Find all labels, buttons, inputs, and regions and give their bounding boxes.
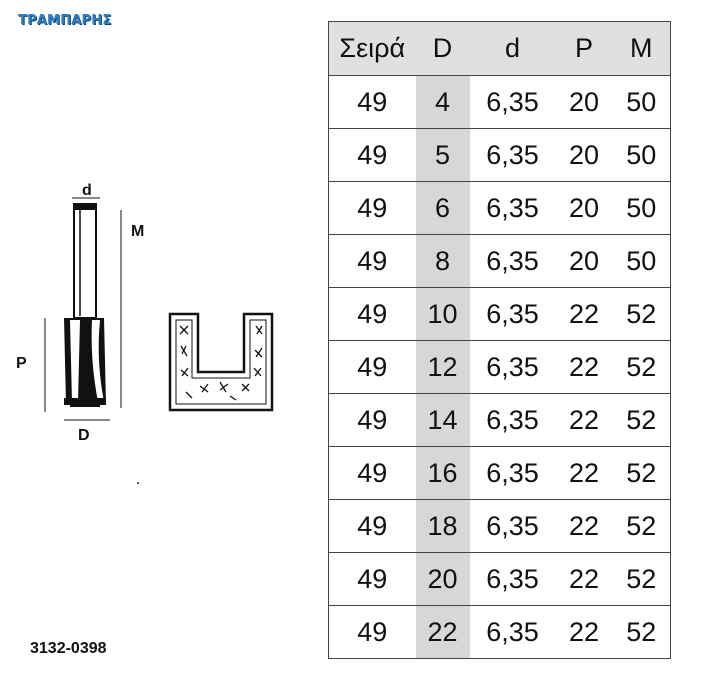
cell-D: 16 [415, 446, 470, 500]
header-d: d [469, 21, 556, 76]
cell-P: 22 [555, 287, 613, 341]
cell-P: 20 [555, 128, 613, 182]
cell-D: 6 [415, 181, 470, 235]
table-row: 49 10 6,35 22 52 [328, 287, 671, 341]
cell-P: 20 [555, 75, 613, 129]
table-row: 49 5 6,35 20 50 [328, 128, 671, 182]
cell-series: 49 [328, 393, 416, 447]
cell-d: 6,35 [469, 287, 556, 341]
product-code: 3132-0398 [30, 640, 107, 657]
cell-P: 22 [555, 340, 613, 394]
cell-M: 52 [612, 393, 671, 447]
cell-P: 22 [555, 446, 613, 500]
cell-series: 49 [328, 605, 416, 659]
table-row: 49 4 6,35 20 50 [328, 75, 671, 129]
table-header-row: Σειρά D d P M [328, 21, 671, 76]
cell-M: 50 [612, 234, 671, 288]
table-row: 49 16 6,35 22 52 [328, 446, 671, 500]
cell-D: 8 [415, 234, 470, 288]
cell-d: 6,35 [469, 552, 556, 606]
cell-P: 22 [555, 499, 613, 553]
cell-series: 49 [328, 287, 416, 341]
cell-M: 52 [612, 287, 671, 341]
cell-d: 6,35 [469, 234, 556, 288]
router-bit-drawing: d M P D [16, 182, 274, 444]
groove-profile-icon [168, 312, 274, 412]
cell-series: 49 [328, 340, 416, 394]
stray-dot [137, 482, 139, 484]
cell-M: 52 [612, 446, 671, 500]
table-body: 49 4 6,35 20 50 49 5 6,35 20 50 49 6 6,3… [328, 75, 671, 659]
cell-D: 18 [415, 499, 470, 553]
cell-d: 6,35 [469, 605, 556, 659]
header-P: P [555, 21, 613, 76]
cell-d: 6,35 [469, 446, 556, 500]
cell-M: 50 [612, 75, 671, 129]
cell-P: 20 [555, 234, 613, 288]
cell-P: 22 [555, 605, 613, 659]
table-row: 49 8 6,35 20 50 [328, 234, 671, 288]
cell-P: 22 [555, 393, 613, 447]
header-series: Σειρά [328, 21, 416, 76]
cell-D: 14 [415, 393, 470, 447]
table-row: 49 14 6,35 22 52 [328, 393, 671, 447]
cell-P: 20 [555, 181, 613, 235]
cell-M: 50 [612, 128, 671, 182]
header-M: M [612, 21, 671, 76]
cell-P: 22 [555, 552, 613, 606]
router-bit-side-view [64, 203, 106, 407]
specifications-table: Σειρά D d P M 49 4 6,35 20 50 49 5 6,35 … [328, 21, 671, 659]
cell-M: 52 [612, 340, 671, 394]
table-row: 49 20 6,35 22 52 [328, 552, 671, 606]
cell-d: 6,35 [469, 128, 556, 182]
table-row: 49 18 6,35 22 52 [328, 499, 671, 553]
cell-series: 49 [328, 234, 416, 288]
label-d: d [82, 182, 92, 199]
cell-M: 52 [612, 499, 671, 553]
table-row: 49 6 6,35 20 50 [328, 181, 671, 235]
cell-D: 20 [415, 552, 470, 606]
label-D: D [78, 427, 90, 444]
header-D: D [415, 21, 470, 76]
cell-D: 4 [415, 75, 470, 129]
cell-M: 50 [612, 181, 671, 235]
brand-logo-text: ΤΡΑΜΠΑΡΗΣ [18, 13, 112, 28]
cell-D: 12 [415, 340, 470, 394]
cell-series: 49 [328, 75, 416, 129]
cell-D: 5 [415, 128, 470, 182]
label-M: M [131, 223, 144, 240]
cell-M: 52 [612, 605, 671, 659]
cell-d: 6,35 [469, 499, 556, 553]
cell-D: 10 [415, 287, 470, 341]
cell-d: 6,35 [469, 340, 556, 394]
cell-series: 49 [328, 181, 416, 235]
cell-d: 6,35 [469, 75, 556, 129]
label-P: P [16, 355, 27, 372]
cell-M: 52 [612, 552, 671, 606]
table-row: 49 12 6,35 22 52 [328, 340, 671, 394]
cell-d: 6,35 [469, 181, 556, 235]
cell-series: 49 [328, 552, 416, 606]
table-row: 49 22 6,35 22 52 [328, 605, 671, 659]
cell-D: 22 [415, 605, 470, 659]
cell-series: 49 [328, 446, 416, 500]
cell-series: 49 [328, 499, 416, 553]
cell-series: 49 [328, 128, 416, 182]
cell-d: 6,35 [469, 393, 556, 447]
